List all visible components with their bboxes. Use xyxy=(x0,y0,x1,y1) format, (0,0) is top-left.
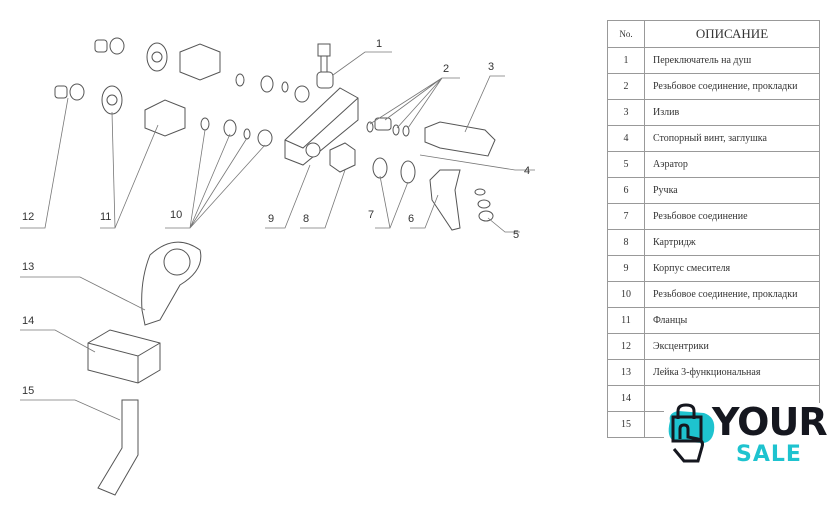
row-description: Корпус смесителя xyxy=(644,255,820,282)
row-number: 8 xyxy=(607,229,645,256)
row-number: 11 xyxy=(607,307,645,334)
row-number: 5 xyxy=(607,151,645,178)
callout-9: 9 xyxy=(268,213,274,225)
row-number: 4 xyxy=(607,125,645,152)
row-number: 10 xyxy=(607,281,645,308)
row-number: 1 xyxy=(607,47,645,74)
cartridge-part xyxy=(329,142,356,173)
logo-text-sale: SALE xyxy=(736,442,802,467)
row-number: 3 xyxy=(607,99,645,126)
callout-4: 4 xyxy=(524,165,530,177)
mixer-body-part xyxy=(284,87,359,166)
row-number: 14 xyxy=(607,385,645,412)
callout-11: 11 xyxy=(100,211,111,223)
row-number: 12 xyxy=(607,333,645,360)
row-description: Резьбовое соединение, прокладки xyxy=(644,281,820,308)
row-number: 15 xyxy=(607,411,645,438)
row-description: Эксцентрики xyxy=(644,333,820,360)
callout-5: 5 xyxy=(513,229,519,241)
row-number: 7 xyxy=(607,203,645,230)
callout-14: 14 xyxy=(22,315,34,327)
callout-6: 6 xyxy=(408,213,414,225)
header-description: ОПИСАНИЕ xyxy=(644,20,820,48)
leader-lines xyxy=(20,51,535,421)
threaded-connection-part xyxy=(200,73,310,147)
row-description: Аэратор xyxy=(644,151,820,178)
row-description: Излив xyxy=(644,99,820,126)
hose-part xyxy=(97,399,139,496)
row-description: Картридж xyxy=(644,229,820,256)
table-header: No. ОПИСАНИЕ xyxy=(607,20,820,48)
row-number: 13 xyxy=(607,359,645,386)
holder-part xyxy=(87,329,161,384)
your-sale-logo: YOUR SALE xyxy=(664,403,832,469)
row-description: Лейка 3-функциональная xyxy=(644,359,820,386)
row-description: Резьбовое соединение xyxy=(644,203,820,230)
shopping-bag-hand-icon xyxy=(668,403,715,463)
callout-12: 12 xyxy=(22,211,34,223)
callout-1: 1 xyxy=(376,38,382,50)
eccentric-part xyxy=(54,37,125,101)
callout-7: 7 xyxy=(368,209,374,221)
shower-switch-part xyxy=(316,43,334,89)
threaded-connection-7 xyxy=(372,157,388,179)
flange-part xyxy=(101,42,221,137)
callout-8: 8 xyxy=(303,213,309,225)
callout-2: 2 xyxy=(443,63,449,75)
exploded-parts-diagram: 1 2 3 4 5 6 7 8 9 10 11 12 13 14 15 xyxy=(20,37,535,496)
handle-part xyxy=(429,169,461,231)
row-description: Переключатель на душ xyxy=(644,47,820,74)
row-description: Фланцы xyxy=(644,307,820,334)
row-number: 6 xyxy=(607,177,645,204)
spout-part xyxy=(424,121,496,157)
threaded-connection-7b xyxy=(400,160,416,184)
row-description: Стопорный винт, заглушка xyxy=(644,125,820,152)
callout-3: 3 xyxy=(488,61,494,73)
row-description: Ручка xyxy=(644,177,820,204)
callout-15: 15 xyxy=(22,385,34,397)
logo-text-your: YOUR xyxy=(712,400,828,444)
header-no: No. xyxy=(607,20,645,48)
row-number: 9 xyxy=(607,255,645,282)
row-description: Резьбовое соединение, прокладки xyxy=(644,73,820,100)
callout-10: 10 xyxy=(170,209,182,221)
callout-13: 13 xyxy=(22,261,34,273)
row-number: 2 xyxy=(607,73,645,100)
